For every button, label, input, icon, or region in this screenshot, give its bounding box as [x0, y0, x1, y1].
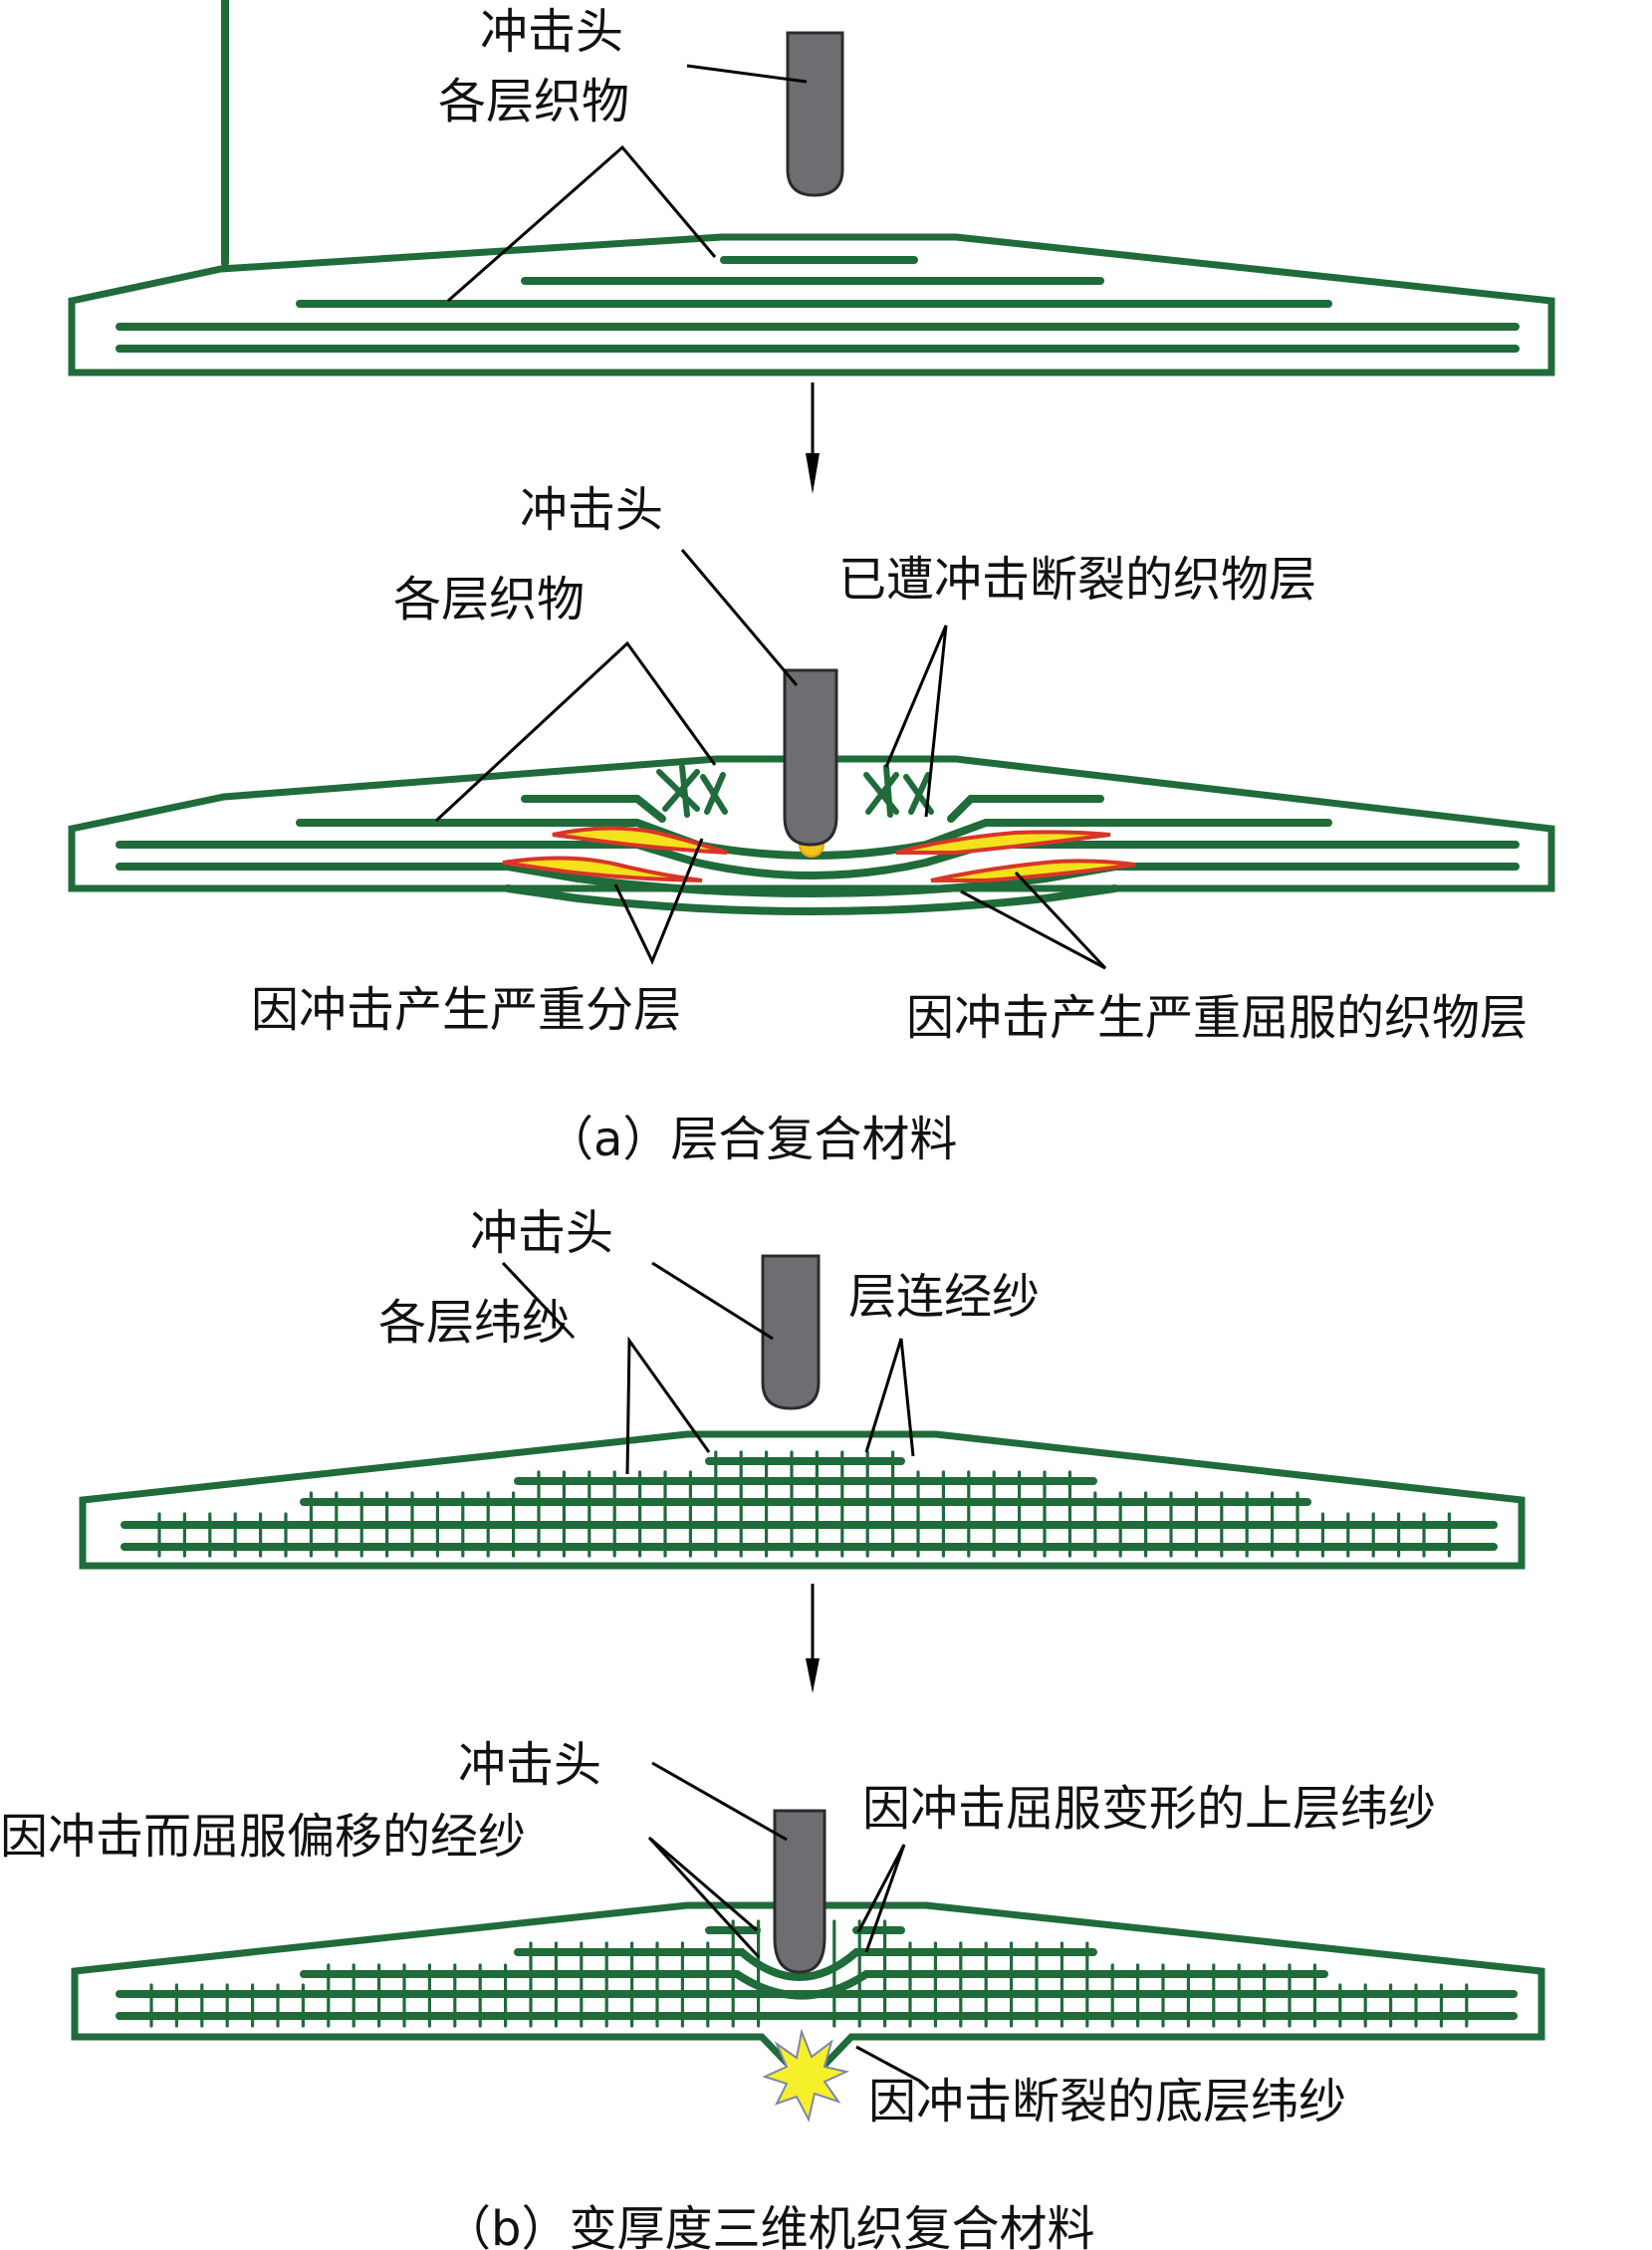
panel-a-caption: （a）层合复合材料	[546, 1112, 957, 1167]
fractured-layers-label: 已遭冲击断裂的织物层	[838, 552, 1316, 608]
impactor	[773, 1809, 826, 1974]
impactor-leader	[680, 549, 799, 686]
binder-warp-leader	[864, 1338, 915, 1457]
fractured-layers-leader	[884, 625, 948, 818]
weft-layer-2-deformed	[514, 1948, 1097, 1981]
fractured-plies-right	[863, 764, 934, 818]
buckled-layers-label: 因冲击产生严重屈服的织物层	[906, 990, 1528, 1046]
ply-4-bent	[116, 863, 1520, 897]
shifted-warp-label: 因冲击而屈服偏移的经纱	[0, 1809, 526, 1865]
impactor	[783, 668, 838, 847]
shifted-warp-leader	[647, 1836, 761, 1959]
delamination-leader	[613, 838, 704, 965]
broken-weft-leader	[855, 2045, 922, 2084]
impactor	[786, 31, 844, 197]
layers-label: 各层织物	[393, 572, 585, 627]
delamination-right-upper	[895, 830, 1111, 855]
panel-b-caption: （b）变厚度三维机织复合材料	[443, 2201, 1094, 2250]
delamination-right-lower	[930, 859, 1136, 882]
weft-label: 各层纬纱	[378, 1295, 570, 1351]
delamination-left-lower	[502, 856, 703, 882]
delamination-label: 因冲击产生严重分层	[251, 982, 681, 1038]
impactor-label: 冲击头	[458, 1737, 601, 1793]
deformed-weft-label: 因冲击屈服变形的上层纬纱	[862, 1781, 1436, 1837]
fractured-plies-left	[656, 764, 728, 818]
ply-top-left	[521, 795, 666, 823]
fracture-burst	[762, 2028, 850, 2123]
impactor-leader	[651, 1261, 774, 1341]
broken-weft-label: 因冲击断裂的底层纬纱	[868, 2074, 1346, 2129]
layers-leader	[447, 144, 717, 303]
impactor-leader	[501, 1261, 576, 1340]
binder-warp-label: 层连经纱	[848, 1269, 1040, 1325]
impactor-label: 冲击头	[480, 4, 623, 60]
impactor-leader	[651, 1761, 788, 1842]
impactor	[761, 1254, 821, 1410]
transition-arrow-b	[806, 1584, 820, 1693]
delamination-zones	[502, 826, 1136, 882]
transition-arrow-a	[806, 382, 820, 494]
impactor-label: 冲击头	[520, 482, 663, 538]
layers-label: 各层织物	[438, 74, 629, 129]
ply-top-right	[947, 795, 1104, 823]
panel-b-before: 冲击头 各层纬纱 层连经纱	[79, 1205, 1526, 1570]
buckled-layers-leader	[960, 871, 1107, 970]
ply-5-bent	[504, 884, 1119, 915]
panel-a-before: 冲击头 各层织物	[68, 0, 1555, 376]
impactor-label: 冲击头	[470, 1205, 613, 1261]
impactor-leader	[686, 64, 808, 84]
panel-a-after: 冲击头 各层织物 已遭冲击断裂的织物层 因冲击产生严重分层 因冲击产生严重屈服的…	[68, 482, 1555, 1167]
layers-leader	[434, 640, 717, 823]
weft-leader	[625, 1336, 711, 1475]
delamination-left-upper	[552, 826, 728, 855]
deformed-weft-leader	[856, 1844, 906, 1953]
panel-b-after: 冲击头 因冲击而屈服偏移的经纱 因冲击屈服变形的上层纬纱 因冲击断裂的底层纬纱 …	[0, 1737, 1545, 2250]
ply-3-bent	[116, 841, 1520, 879]
